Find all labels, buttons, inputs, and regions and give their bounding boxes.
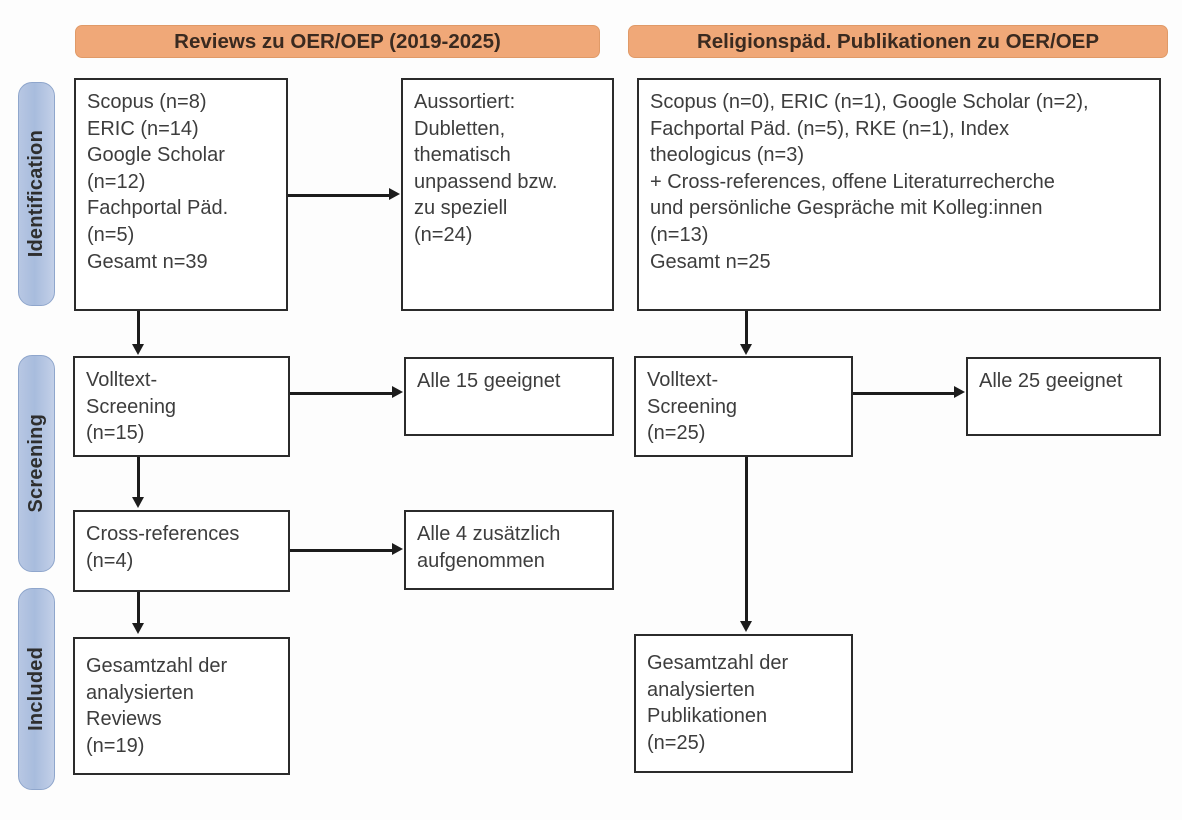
connector-left-screening-to-result [290,392,394,395]
box-line: Alle 25 geeignet [979,370,1123,392]
box-line: Volltext- [647,369,719,391]
box-line: Scopus (n=0), ERIC (n=1), Google Scholar… [650,91,1089,113]
connector-right-screening-to-result [853,392,956,395]
box-right-screening-result: Alle 25 geeignet [966,357,1161,436]
arrowhead-left-crossref-to-included [132,623,144,634]
box-line: Gesamtzahl der [86,655,228,677]
arrowhead-left-screening-to-result [392,386,403,398]
box-line: Volltext- [86,369,158,391]
box-line: analysierten [86,681,194,704]
box-left-screening: Volltext- Screening (n=15) [73,356,290,457]
box-line: (n=24) [414,223,473,246]
box-right-included: Gesamtzahl der analysierten Publikatione… [634,634,853,773]
box-line: Screening [647,395,738,418]
box-line: Gesamt n=39 [87,250,208,273]
connector-left-ident-to-excluded [288,194,391,197]
box-line: Reviews [86,708,162,731]
phase-label-screening: Screening [25,414,47,513]
connector-right-ident-to-screening [745,311,748,346]
box-line: aufgenommen [417,549,545,572]
box-line: Gesamtzahl der [647,652,789,674]
box-left-cross-references: Cross-references (n=4) [73,510,290,592]
box-right-identification-sources: Scopus (n=0), ERIC (n=1), Google Scholar… [637,78,1161,311]
arrowhead-left-crossref-to-result [392,543,403,555]
arrowhead-right-screening-to-included [740,621,752,632]
box-line: (n=13) [650,223,709,246]
arrowhead-right-ident-to-screening [740,344,752,355]
arrowhead-left-ident-to-excluded [389,188,400,200]
arrowhead-left-ident-to-screening [132,344,144,355]
box-line: (n=25) [647,422,706,445]
box-line: Gesamt n=25 [650,250,771,273]
box-line: Screening [86,395,177,418]
column-header-reviews-label: Reviews zu OER/OEP (2019-2025) [174,29,501,53]
connector-left-screening-to-crossref [137,457,140,499]
box-line: zu speziell [414,197,508,220]
box-line: (n=5) [87,223,135,246]
arrowhead-left-screening-to-crossref [132,497,144,508]
box-line: Alle 4 zusätzlich [417,523,561,545]
box-line: Aussortiert: [414,91,516,113]
box-line: theologicus (n=3) [650,144,804,167]
box-line: und persönliche Gespräche mit Kolleg:inn… [650,197,1043,220]
box-left-cross-references-result: Alle 4 zusätzlich aufgenommen [404,510,614,590]
arrowhead-right-screening-to-result [954,386,965,398]
box-line: + Cross-references, offene Literaturrech… [650,170,1055,193]
phase-label-identification: Identification [25,130,47,258]
box-line: Cross-references [86,523,240,545]
box-line: analysierten [647,678,755,701]
box-line: Google Scholar [87,144,225,167]
box-line: Scopus (n=8) [87,91,207,113]
box-line: Dubletten, [414,117,506,140]
box-left-screening-result: Alle 15 geeignet [404,357,614,436]
phase-label-included: Included [25,647,47,731]
column-header-publications: Religionspäd. Publikationen zu OER/OEP [628,25,1168,58]
box-line: (n=19) [86,734,145,757]
phase-pill-screening: Screening [18,355,55,572]
column-header-publications-label: Religionspäd. Publikationen zu OER/OEP [696,29,1100,53]
box-line: Fachportal Päd. (n=5), RKE (n=1), Index [650,117,1010,140]
box-right-screening: Volltext- Screening (n=25) [634,356,853,457]
column-header-reviews: Reviews zu OER/OEP (2019-2025) [75,25,600,58]
phase-pill-identification: Identification [18,82,55,306]
box-line: Publikationen [647,705,768,728]
box-line: (n=15) [86,422,145,445]
box-line: thematisch [414,144,511,167]
connector-left-ident-to-screening [137,311,140,346]
box-line: (n=25) [647,731,706,754]
box-line: Fachportal Päd. [87,197,229,220]
box-left-included: Gesamtzahl der analysierten Reviews (n=1… [73,637,290,775]
phase-pill-included: Included [18,588,55,790]
box-left-identification-sources: Scopus (n=8) ERIC (n=14) Google Scholar … [74,78,288,311]
connector-left-crossref-to-included [137,592,140,625]
box-line: (n=12) [87,170,146,193]
connector-left-crossref-to-result [290,549,394,552]
box-line: (n=4) [86,549,134,572]
connector-right-screening-to-included [745,457,748,623]
box-line: unpassend bzw. [414,170,558,193]
box-line: Alle 15 geeignet [417,370,561,392]
box-left-excluded: Aussortiert: Dubletten, thematisch unpas… [401,78,614,311]
box-line: ERIC (n=14) [87,117,199,140]
